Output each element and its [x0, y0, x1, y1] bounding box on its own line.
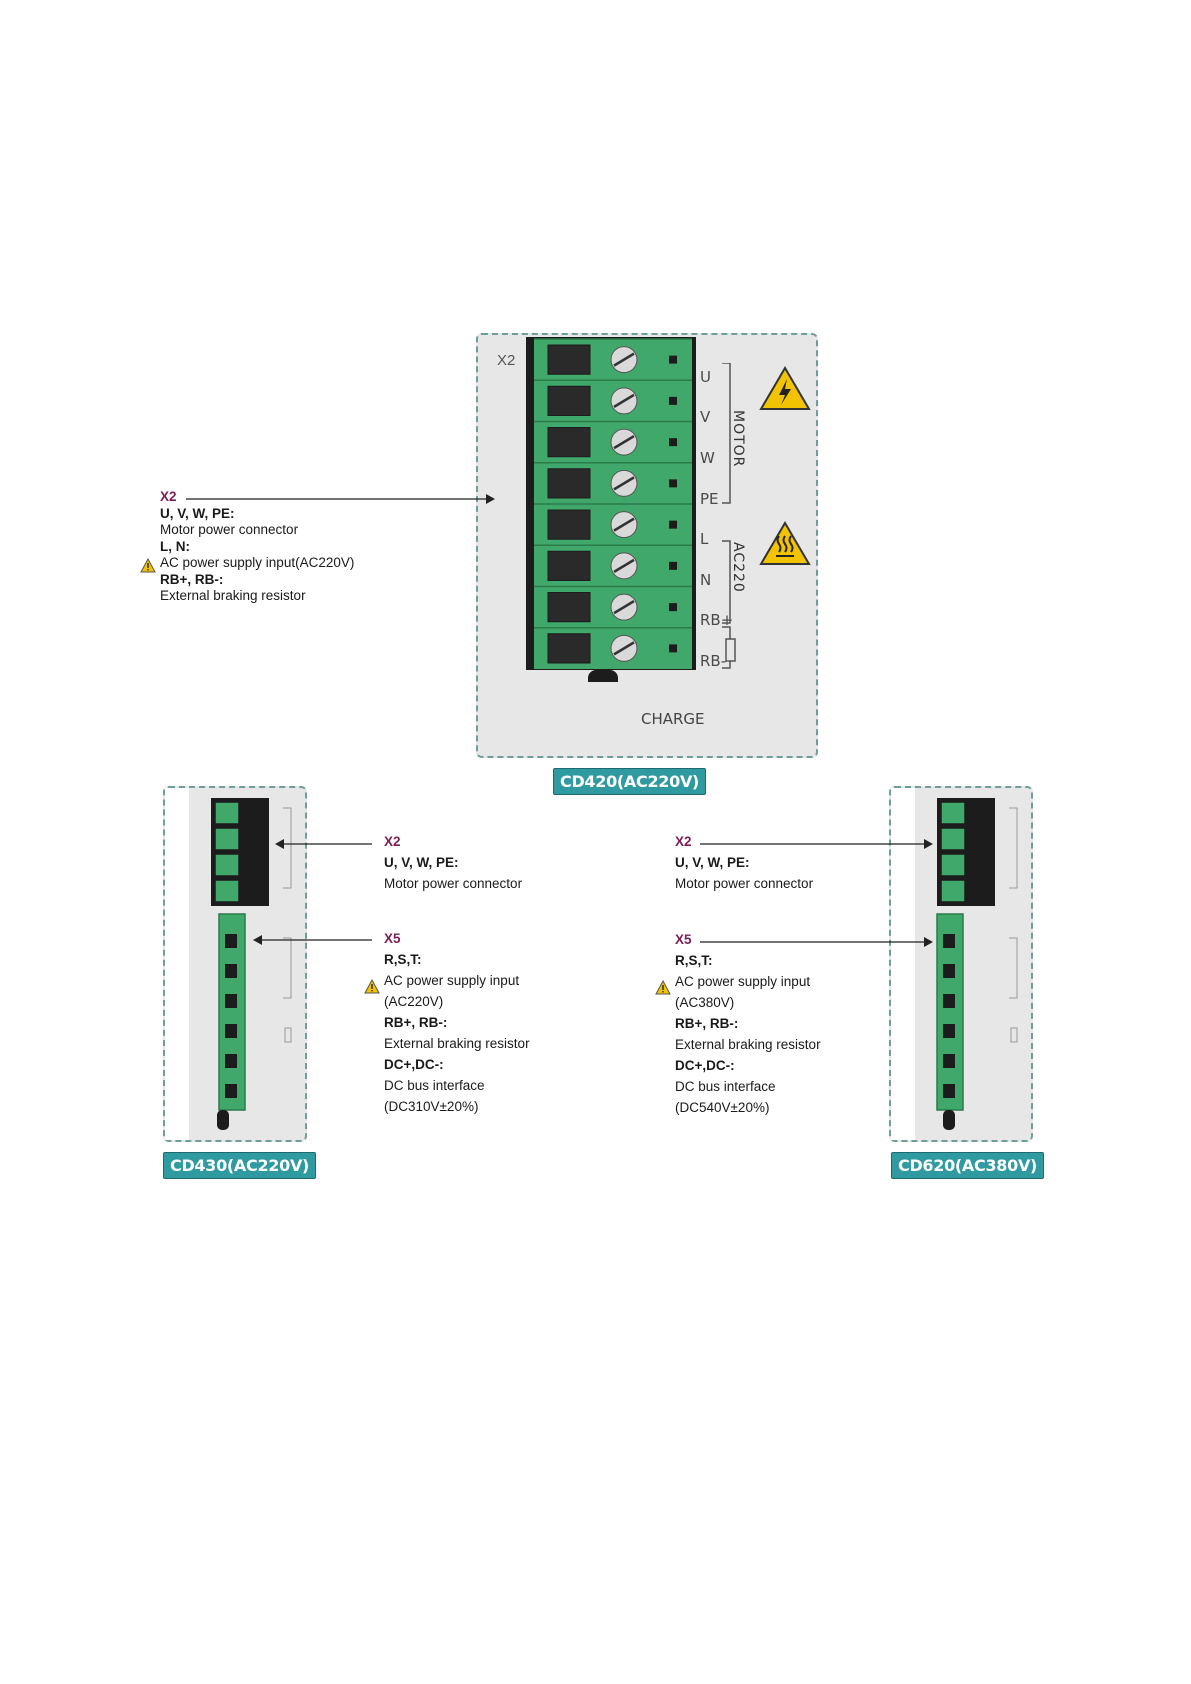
terminal-row: [534, 503, 692, 540]
cd430-panel: [163, 786, 307, 1142]
terminal-row: [534, 420, 692, 458]
cd430-x2-heading: X2: [384, 834, 401, 849]
cd620-braking-resistor: External braking resistor: [675, 1037, 821, 1052]
cd430-x2-arrow: [275, 839, 372, 849]
callout-ac-input: AC power supply input(AC220V): [160, 555, 354, 572]
cd430-dc-bus: DC bus interface: [384, 1078, 485, 1093]
terminal-u-label: U: [700, 368, 711, 386]
terminal-n-label: N: [700, 571, 712, 589]
cd620-x5-heading: X5: [675, 932, 692, 947]
cd620-x2-arrow: [700, 839, 933, 849]
terminal-row: [534, 544, 692, 581]
cd430-rst: R,S,T:: [384, 952, 422, 967]
cd620-rb: RB+, RB-:: [675, 1016, 739, 1031]
terminal-row: [534, 627, 692, 664]
cd430-x2-callout: X2 U, V, W, PE: Motor power connector: [384, 831, 522, 894]
high-voltage-warning-icon: [759, 366, 811, 410]
callout-motor-connector: Motor power connector: [160, 522, 299, 537]
cd620-dc-voltage: (DC540V±20%): [675, 1100, 770, 1115]
cd430-braking-resistor: External braking resistor: [384, 1036, 530, 1051]
terminal-pe-label: PE: [700, 490, 719, 508]
cd620-warning-icon: [655, 980, 671, 995]
cd430-x5-heading: X5: [384, 931, 401, 946]
x2-pointer-arrow: [186, 494, 495, 504]
cd420-caption: CD420(AC220V): [553, 768, 707, 795]
terminal-rbplus-label: RB+: [700, 611, 734, 629]
cd620-x5-arrow: [700, 937, 933, 947]
cd620-device-drawing: [891, 788, 1018, 1140]
x2-panel-label: X2: [497, 352, 516, 369]
cd620-ac-input: AC power supply input: [675, 974, 811, 989]
callout-rb: RB+, RB-:: [160, 571, 224, 587]
motor-group-label: MOTOR: [730, 410, 746, 468]
group-brackets: [722, 363, 736, 669]
cd620-caption: CD620(AC380V): [891, 1152, 1045, 1179]
cd620-dc: DC+,DC-:: [675, 1058, 735, 1073]
cd430-device-drawing: [165, 788, 292, 1140]
terminal-w-label: W: [700, 449, 715, 467]
terminal-rbminus-label: RB-: [700, 652, 727, 670]
cd430-x5-arrow: [253, 935, 372, 945]
hot-surface-warning-icon: [759, 521, 811, 565]
cd430-rb: RB+, RB-:: [384, 1015, 448, 1030]
charge-label: CHARGE: [641, 710, 705, 728]
terminal-row: [534, 462, 692, 499]
warning-icon: [140, 558, 156, 573]
cd430-dc-voltage: (DC310V±20%): [384, 1099, 479, 1114]
cd430-motor-connector: Motor power connector: [384, 876, 523, 891]
cd620-rst: R,S,T:: [675, 953, 713, 968]
cd430-warning-icon: [364, 979, 380, 994]
cd620-ac-voltage: (AC380V): [675, 995, 735, 1010]
cd620-panel: [889, 786, 1033, 1142]
terminal-block: [526, 337, 696, 682]
terminal-row: [534, 585, 692, 623]
ac220-group-label: AC220: [730, 542, 746, 593]
callout-braking-resistor: External braking resistor: [160, 588, 306, 603]
cd430-ac-voltage: (AC220V): [384, 994, 444, 1009]
cd620-uvwpe: U, V, W, PE:: [675, 855, 750, 870]
cd620-dc-bus: DC bus interface: [675, 1079, 776, 1094]
terminal-row: [534, 379, 692, 416]
callout-ln: L, N:: [160, 538, 190, 554]
cd620-motor-connector: Motor power connector: [675, 876, 814, 891]
terminal-row: [534, 338, 692, 375]
cd430-uvwpe: U, V, W, PE:: [384, 855, 459, 870]
cd420-panel: X2 CHARGE U V W PE L N RB+ RB- MOTOR AC2…: [476, 333, 818, 758]
terminal-v-label: V: [700, 408, 711, 426]
callout-ac-input-text: AC power supply input(AC220V): [160, 555, 355, 570]
cd620-x2-callout: X2 U, V, W, PE: Motor power connector: [675, 831, 813, 894]
cd430-ac-input: AC power supply input: [384, 973, 520, 988]
terminal-l-label: L: [700, 530, 709, 548]
cd420-callout: X2 U, V, W, PE: Motor power connector L,…: [160, 489, 354, 605]
cd430-caption: CD430(AC220V): [163, 1152, 317, 1179]
cd620-x5-callout: X5 R,S,T: AC power supply input (AC380V)…: [675, 929, 821, 1118]
callout-uvwpe: U, V, W, PE:: [160, 505, 235, 521]
cd430-x5-callout: X5 R,S,T: AC power supply input (AC220V)…: [384, 928, 530, 1117]
cd620-x2-heading: X2: [675, 834, 692, 849]
cd430-dc: DC+,DC-:: [384, 1057, 444, 1072]
callout-x2-heading: X2: [160, 489, 177, 504]
